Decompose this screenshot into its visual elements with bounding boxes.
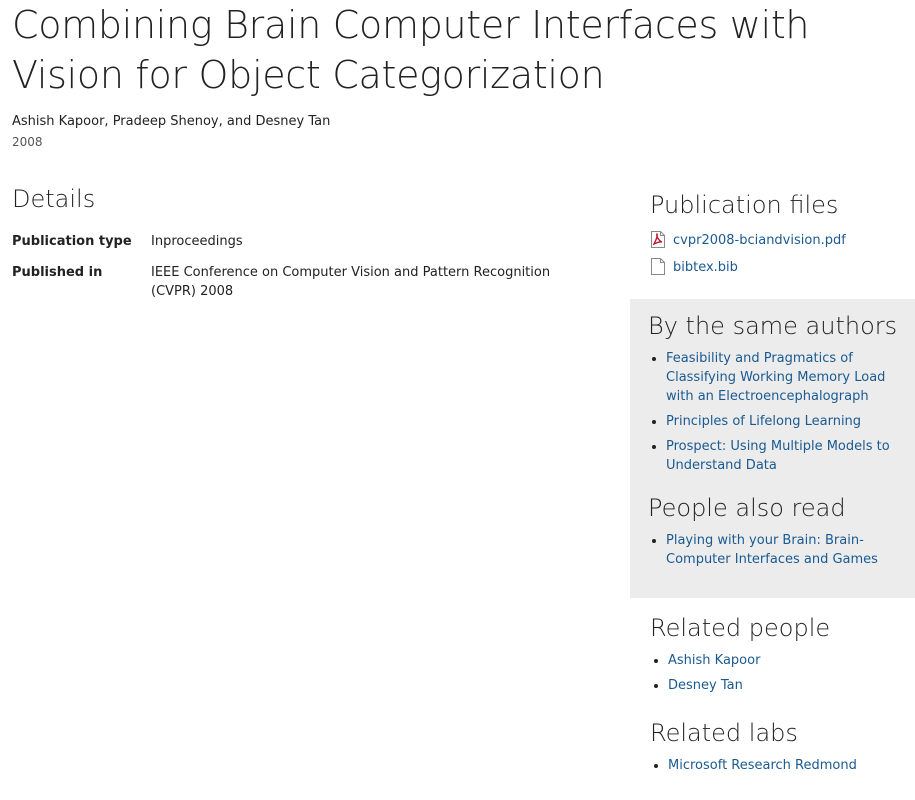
related-lab-link[interactable]: Microsoft Research Redmond [668,758,857,773]
same-authors-heading: By the same authors [648,312,898,340]
file-list: cvpr2008-bciandvision.pdf bibtex.bib [650,231,910,286]
publication-files-section: Publication files cvpr2008-bciandvision.… [650,190,910,286]
same-authors-link[interactable]: Prospect: Using Multiple Models to Under… [666,439,890,473]
same-authors-link[interactable]: Feasibility and Pragmatics of Classifyin… [666,351,886,404]
sidebar-related-box: By the same authors Feasibility and Prag… [630,299,915,598]
related-labs-list: Microsoft Research Redmond [650,756,910,775]
same-authors-link[interactable]: Principles of Lifelong Learning [666,414,862,429]
related-people-list: Ashish Kapoor Desney Tan [650,651,910,695]
list-item: Feasibility and Pragmatics of Classifyin… [666,349,908,406]
detail-key: Published in [12,265,103,280]
same-authors-section: By the same authors Feasibility and Prag… [648,311,908,475]
same-authors-list: Feasibility and Pragmatics of Classifyin… [648,349,908,475]
publication-year: 2008 [12,135,43,149]
sidebar-related-inner: By the same authors Feasibility and Prag… [648,311,908,575]
detail-value: Inproceedings [151,234,243,249]
also-read-heading: People also read [648,494,846,522]
detail-value: IEEE Conference on Computer Vision and P… [151,265,551,299]
pdf-file-icon [651,231,665,248]
related-labs-section: Related labs Microsoft Research Redmond [650,718,910,781]
list-item: Microsoft Research Redmond [668,756,910,775]
details-heading: Details [12,185,96,213]
publication-files-heading: Publication files [650,191,839,219]
file-link-pdf[interactable]: cvpr2008-bciandvision.pdf [673,233,846,248]
page-title: Combining Brain Computer Interfaces with… [12,3,810,97]
also-read-link[interactable]: Playing with your Brain: Brain-Computer … [666,533,878,567]
list-item: Playing with your Brain: Brain-Computer … [666,531,908,569]
also-read-list: Playing with your Brain: Brain-Computer … [648,531,908,569]
author-list: Ashish Kapoor, Pradeep Shenoy, and Desne… [12,114,331,129]
list-item: Ashish Kapoor [668,651,910,670]
list-item: Principles of Lifelong Learning [666,412,908,431]
related-person-link[interactable]: Ashish Kapoor [668,653,761,668]
related-person-link[interactable]: Desney Tan [668,678,743,693]
file-item-pdf: cvpr2008-bciandvision.pdf [650,231,910,259]
list-item: Desney Tan [668,676,910,695]
text-file-icon [651,258,665,275]
detail-key: Publication type [12,234,132,249]
related-labs-heading: Related labs [650,719,798,747]
related-people-section: Related people Ashish Kapoor Desney Tan [650,613,910,701]
also-read-section: People also read Playing with your Brain… [648,493,908,569]
related-people-heading: Related people [650,614,831,642]
list-item: Prospect: Using Multiple Models to Under… [666,437,908,475]
file-item-bib: bibtex.bib [650,258,910,286]
file-link-bib[interactable]: bibtex.bib [673,260,738,275]
